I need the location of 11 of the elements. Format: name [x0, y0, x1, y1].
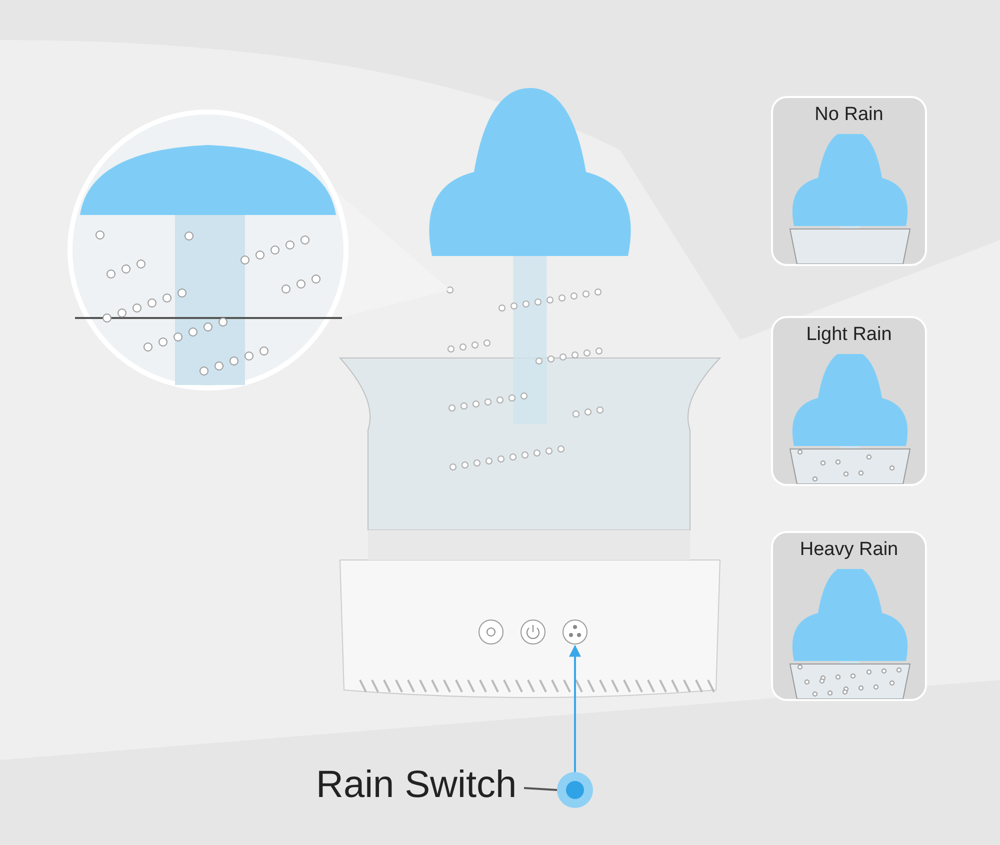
leader-line: [524, 787, 558, 791]
mode-label: Heavy Rain: [798, 539, 900, 561]
arrow: [569, 644, 581, 772]
indicator-dot: [557, 772, 593, 808]
rain-button-icon: [562, 620, 588, 644]
mode-card: [771, 531, 927, 701]
mode-label: No Rain: [814, 104, 884, 126]
mode-card: [771, 316, 927, 486]
mode-card: [771, 96, 927, 266]
callout-text: Rain Switch: [316, 764, 517, 807]
mode-label: Light Rain: [805, 324, 893, 346]
